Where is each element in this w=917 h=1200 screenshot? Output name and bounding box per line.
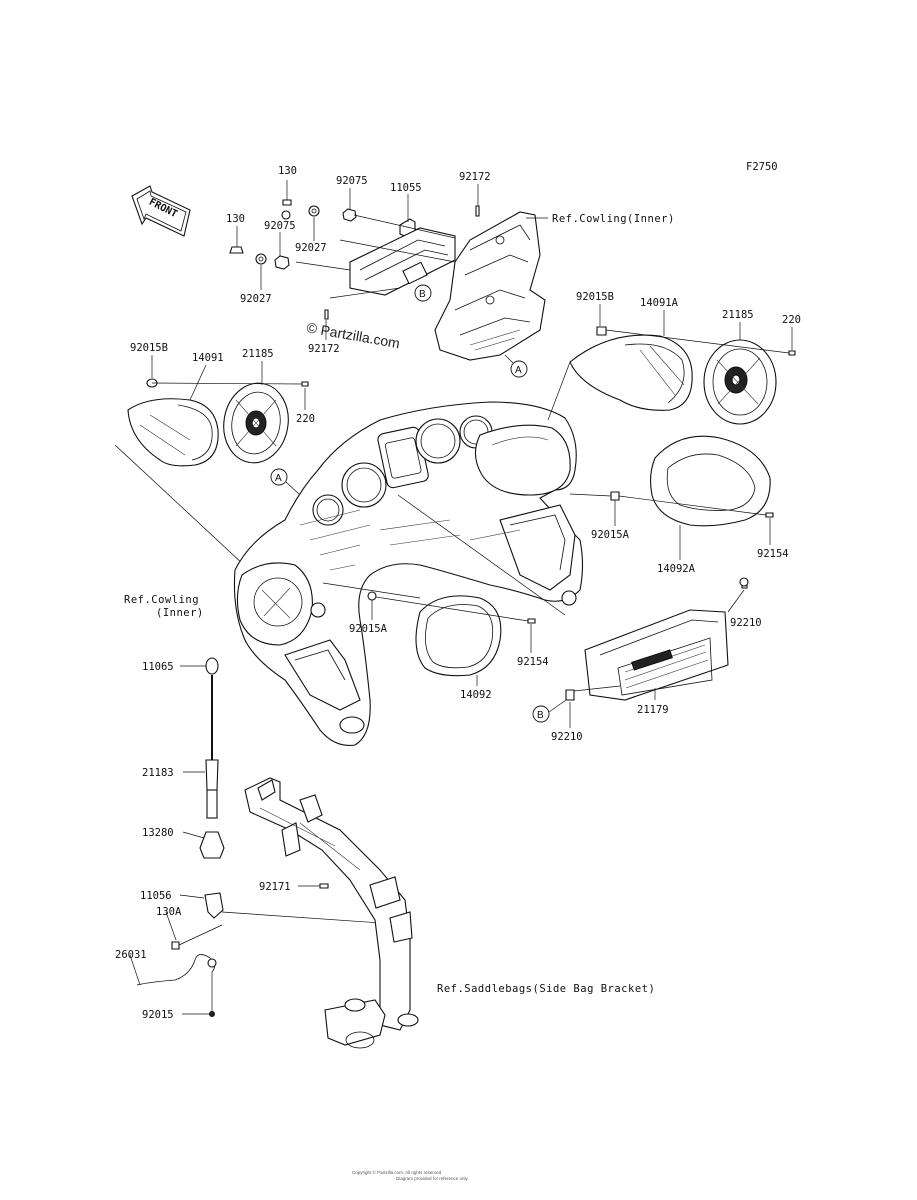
washer-92027-right-icon (308, 205, 320, 217)
label-14091A: 14091A (640, 297, 679, 309)
footer-line-2: Diagram provided for reference only. (396, 1176, 469, 1181)
svg-text:A: A (515, 365, 522, 376)
label-21185-right: 21185 (722, 309, 754, 321)
label-14092A: 14092A (657, 563, 696, 575)
bracket-11056-icon (204, 892, 224, 919)
nut-92075-icon (342, 208, 357, 222)
screw-92154-right-icon (765, 512, 774, 518)
audio-unit-21179-group (565, 577, 749, 701)
svg-text:A: A (275, 473, 282, 484)
left-speaker-assembly (114, 378, 309, 579)
label-92075-mid: 92075 (264, 220, 296, 232)
clip-130-left-icon (229, 246, 244, 254)
label-130-top: 130 (278, 165, 297, 177)
clip-130A-icon (171, 941, 180, 950)
gauge-cluster (312, 415, 493, 526)
label-92015: 92015 (142, 1009, 174, 1021)
screw-92210-bottom-icon (565, 689, 575, 701)
label-11065: 11065 (142, 661, 174, 673)
figure-code: F2750 (746, 161, 778, 173)
cowling-inner-section (434, 211, 546, 361)
label-92015B-left: 92015B (130, 342, 168, 354)
label-92015A-right: 92015A (591, 529, 630, 541)
cap-11065-icon (205, 657, 219, 675)
label-11055: 11055 (390, 182, 422, 194)
spacer-92015A-right-icon (610, 491, 620, 501)
saddlebag-bracket (244, 777, 419, 1049)
clip-130-top-icon (282, 199, 292, 206)
label-92027-right: 92027 (295, 242, 327, 254)
nut-92075-mid-icon (274, 255, 290, 270)
label-26031: 26031 (115, 949, 147, 961)
fairing-dash (233, 401, 584, 746)
screw-220-right-icon (788, 350, 796, 356)
label-92015A-center: 92015A (349, 623, 388, 635)
spacer-92015A-center-icon (367, 591, 377, 601)
label-21179: 21179 (637, 704, 669, 716)
ref-saddlebags: Ref.Saddlebags(Side Bag Bracket) (437, 983, 655, 995)
label-92210-top: 92210 (730, 617, 762, 629)
callout-a-top: A (504, 354, 528, 378)
ref-cowling-inner-top: Ref.Cowling(Inner) (552, 213, 675, 225)
screw-92172-bottom-icon (324, 309, 329, 320)
label-220-left: 220 (296, 413, 315, 425)
label-92154-right: 92154 (757, 548, 789, 560)
footer-line-1: Copyright © Partzilla.com. All rights re… (352, 1169, 442, 1175)
label-92172-top: 92172 (459, 171, 491, 183)
antenna-base-13280 (199, 831, 225, 859)
antenna-21183 (205, 759, 219, 791)
callout-a-left: A (270, 468, 301, 496)
label-92171: 92171 (259, 881, 291, 893)
screw-92154-center-icon (527, 618, 536, 624)
label-14091: 14091 (192, 352, 224, 364)
right-lower-pod (499, 504, 576, 591)
ref-cowling-inner-left-1: Ref.Cowling (124, 594, 199, 606)
cover-14092 (415, 595, 502, 677)
right-speaker-assembly (547, 326, 796, 527)
cable-26031 (136, 954, 215, 986)
screw-220-left-icon (301, 381, 309, 387)
label-130A: 130A (156, 906, 182, 918)
label-92210-bottom: 92210 (551, 731, 583, 743)
svg-text:B: B (419, 289, 426, 300)
label-92015B-right: 92015B (576, 291, 614, 303)
svg-text:B: B (537, 710, 544, 721)
label-92075-top: 92075 (336, 175, 368, 187)
cover-14092-group (367, 591, 536, 677)
label-21183: 21183 (142, 767, 174, 779)
screw-92172-top-icon (475, 205, 480, 217)
spacer-92015B-right-icon (596, 326, 607, 336)
label-130-left: 130 (226, 213, 245, 225)
label-21185-left: 21185 (242, 348, 274, 360)
label-92027-left: 92027 (240, 293, 272, 305)
ref-cowling-inner-left-2: (Inner) (156, 607, 204, 619)
antenna-assembly (129, 657, 411, 1017)
front-arrow-icon: FRONT (131, 185, 191, 237)
label-220-right: 220 (782, 314, 801, 326)
label-92154-center: 92154 (517, 656, 549, 668)
washer-92027-left-icon (255, 253, 267, 265)
screw-92171-icon (319, 883, 329, 889)
nut-92015-icon (209, 1011, 215, 1017)
gasket-14091 (127, 398, 219, 467)
callout-b-top: B (414, 284, 432, 302)
label-13280: 13280 (142, 827, 174, 839)
cover-14092A (649, 435, 771, 527)
gasket-14091A (569, 334, 693, 411)
label-14092: 14092 (460, 689, 492, 701)
label-11056: 11056 (140, 890, 172, 902)
nut-92075-top-icon (281, 210, 291, 220)
top-hardware-group (229, 180, 548, 361)
callout-b-bottom: B (532, 699, 567, 723)
label-92172-bottom: 92172 (308, 343, 340, 355)
